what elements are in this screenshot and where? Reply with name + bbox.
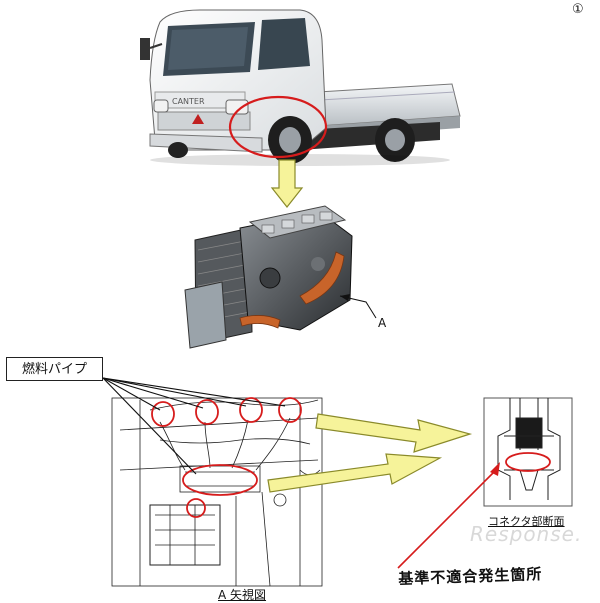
fuel-pipe-pointers	[102, 377, 286, 475]
view-a-caption: A 矢視図	[218, 588, 267, 602]
fuel-pipe-label: 燃料パイプ	[6, 357, 103, 381]
down-arrow-icon	[270, 159, 304, 208]
arrow-to-connector-lower	[267, 453, 443, 493]
engine-illustration	[184, 205, 353, 349]
truck-illustration: CANTER	[140, 9, 461, 166]
page-number: ①	[572, 2, 584, 17]
nonconformity-arrow	[397, 467, 499, 569]
view-a-marker: A	[378, 316, 387, 330]
connector-section-caption: コネクタ部断面	[488, 515, 565, 528]
fuel-pipe-circles	[151, 397, 302, 518]
engine-view-a-drawing	[111, 397, 323, 587]
connector-section-drawing	[483, 397, 573, 507]
watermark: Response.	[470, 522, 583, 546]
arrow-to-connector-upper	[315, 413, 473, 453]
truck-engine-location-circle	[228, 95, 328, 159]
connector-defect-circle	[505, 452, 551, 472]
svg-text:CANTER: CANTER	[172, 97, 205, 106]
